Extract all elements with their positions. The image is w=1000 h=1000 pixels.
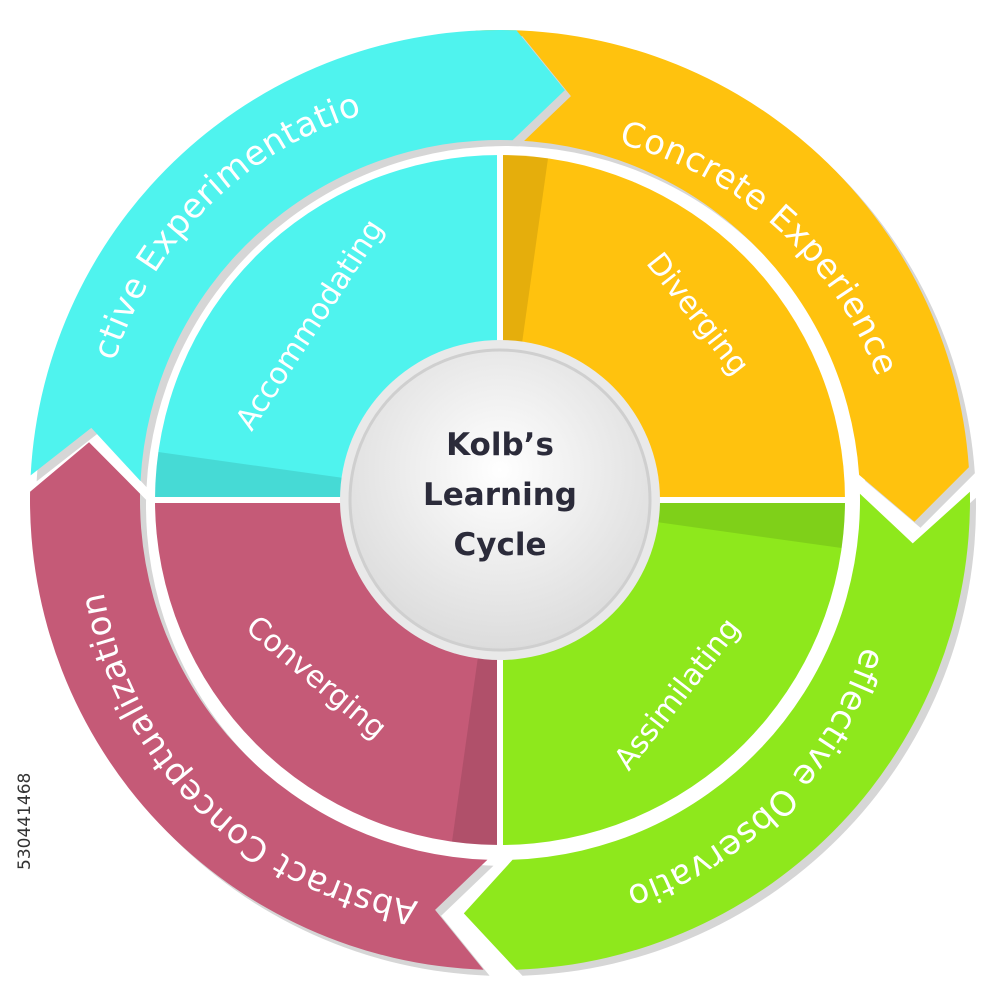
center-title-line-2: Learning xyxy=(423,477,577,513)
center-title-line-1: Kolb’s xyxy=(446,427,554,463)
outer-stage-ring xyxy=(29,29,976,976)
center-hub: Kolb’s Learning Cycle xyxy=(340,340,660,660)
stage-arrow-reflective-observation xyxy=(463,491,970,970)
center-title-line-3: Cycle xyxy=(454,527,547,563)
stage-arrow-concrete-experience xyxy=(475,29,969,522)
center-circle xyxy=(348,348,652,652)
stage-arrow-active-experimentation xyxy=(30,29,565,482)
stage-arrow-active-experimentation-shadow xyxy=(36,35,571,488)
stock-id: 530441468 xyxy=(15,773,35,870)
stage-arrow-abstract-conceptualization xyxy=(29,442,488,970)
